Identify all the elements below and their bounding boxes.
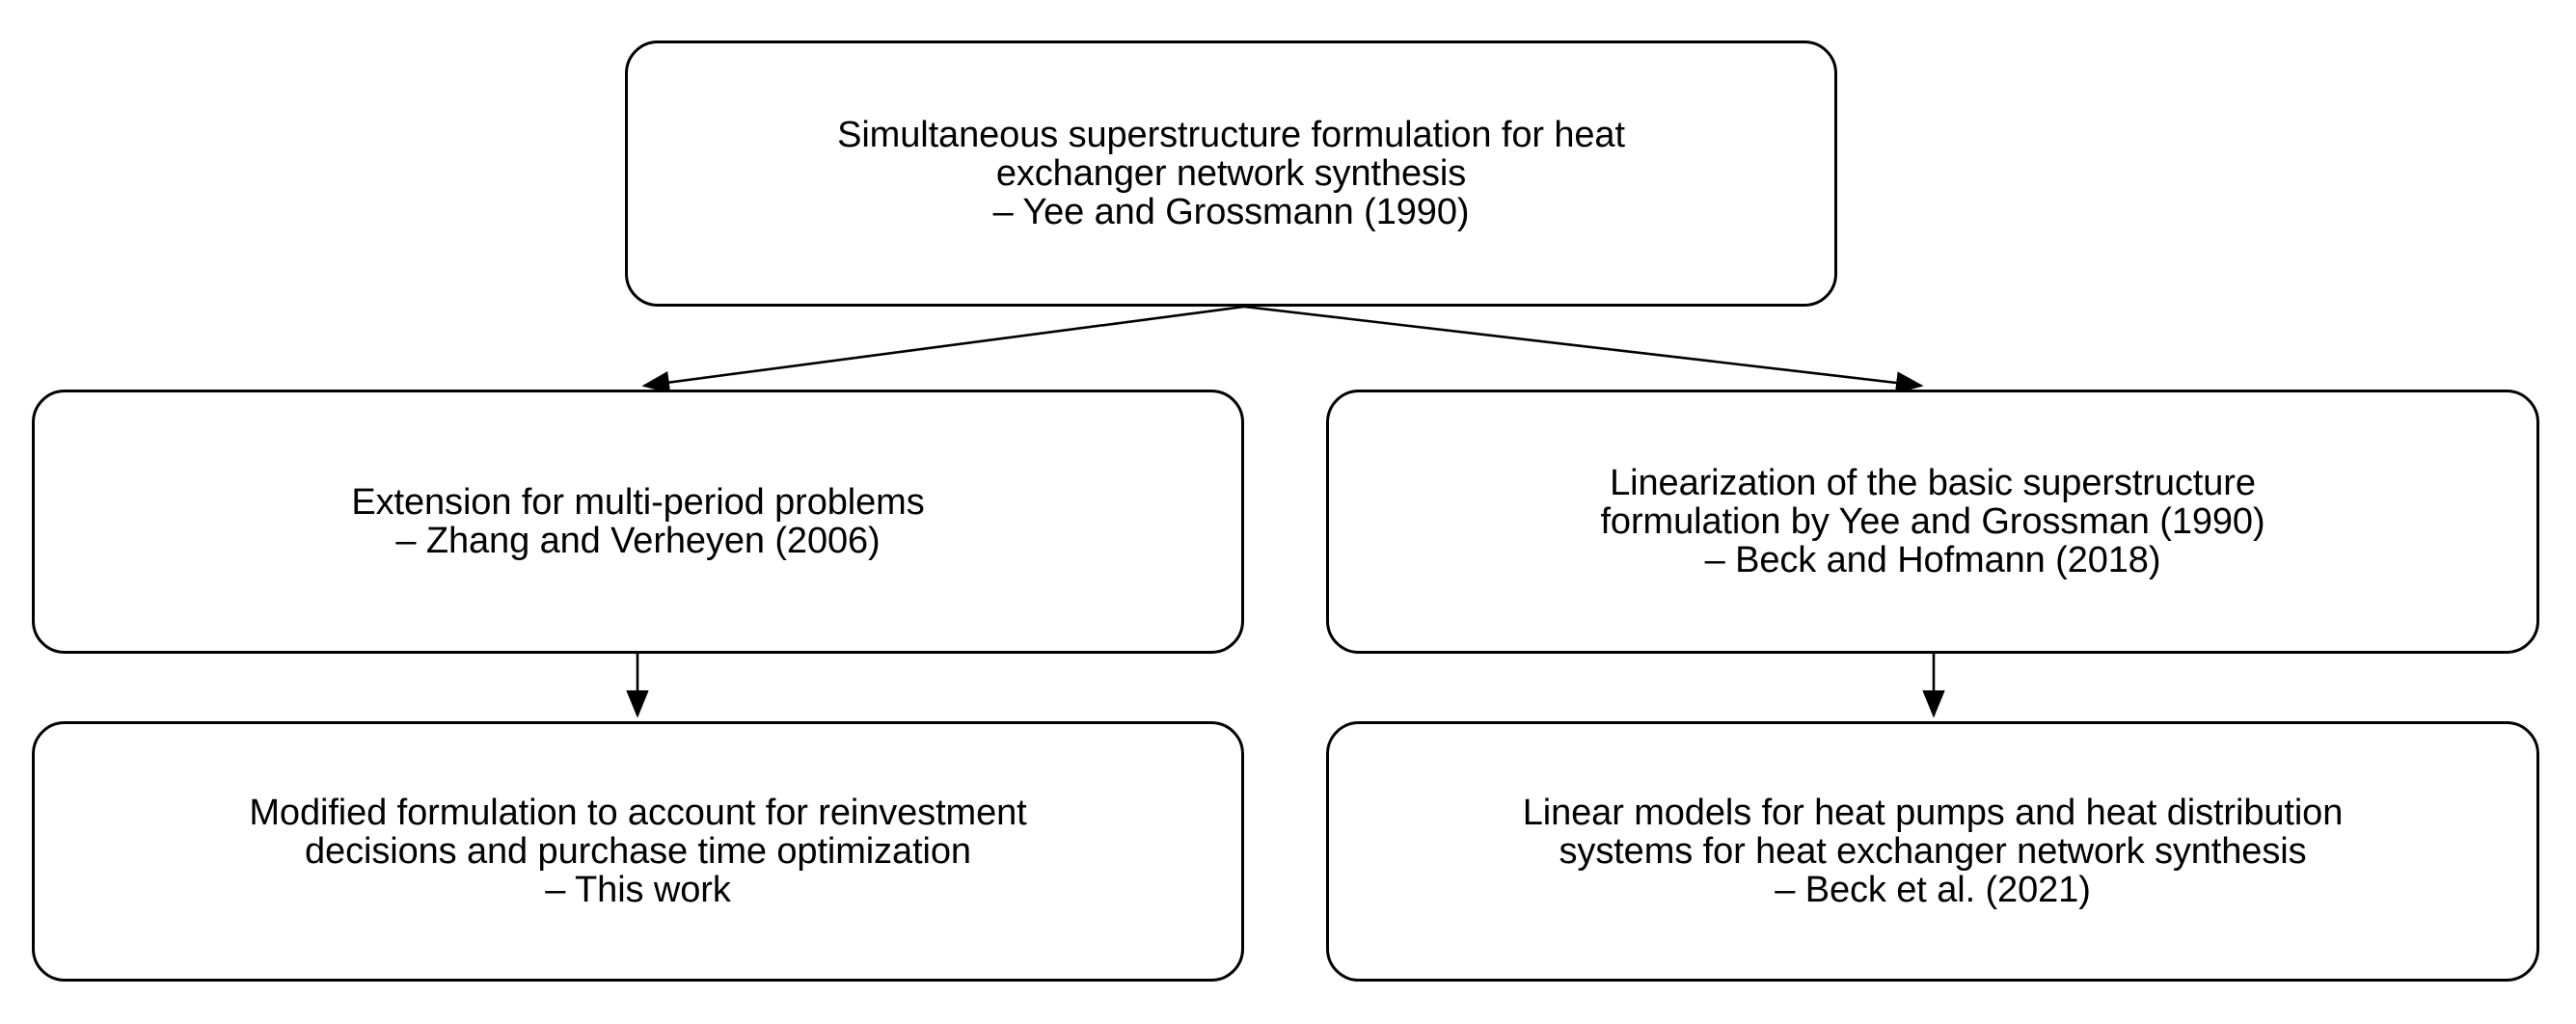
- node-heat-pump-models-text: Linear models for heat pumps and heat di…: [1522, 793, 2344, 910]
- edge-root-to-linearization: [1243, 305, 1924, 394]
- node-heat-pump-models: Linear models for heat pumps and heat di…: [1326, 721, 2539, 982]
- node-root-formulation: Simultaneous superstructure formulation …: [625, 40, 1837, 307]
- node-this-work-text: Modified formulation to account for rein…: [249, 793, 1027, 910]
- node-multiperiod-extension: Extension for multi-period problems – Zh…: [32, 390, 1244, 654]
- node-linearization: Linearization of the basic superstructur…: [1326, 390, 2539, 654]
- node-multiperiod-text: Extension for multi-period problems – Zh…: [351, 482, 925, 561]
- edge-root-to-multiperiod: [641, 305, 1245, 394]
- node-root-text: Simultaneous superstructure formulation …: [837, 115, 1625, 232]
- node-linearization-text: Linearization of the basic superstructur…: [1600, 463, 2265, 580]
- node-this-work: Modified formulation to account for rein…: [32, 721, 1244, 982]
